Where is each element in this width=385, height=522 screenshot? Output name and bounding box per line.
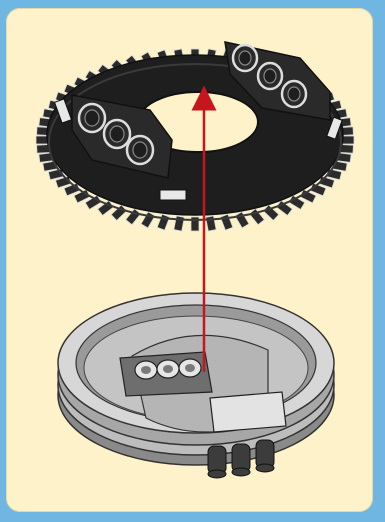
gear-slot-front [160,190,186,200]
turntable-base-bottom [58,293,334,478]
base-bottom-pins [208,440,274,478]
turntable-gear-top [36,42,354,231]
gear-tooth [174,216,184,231]
base-pin-block [120,352,212,396]
gear-tooth [206,216,216,231]
